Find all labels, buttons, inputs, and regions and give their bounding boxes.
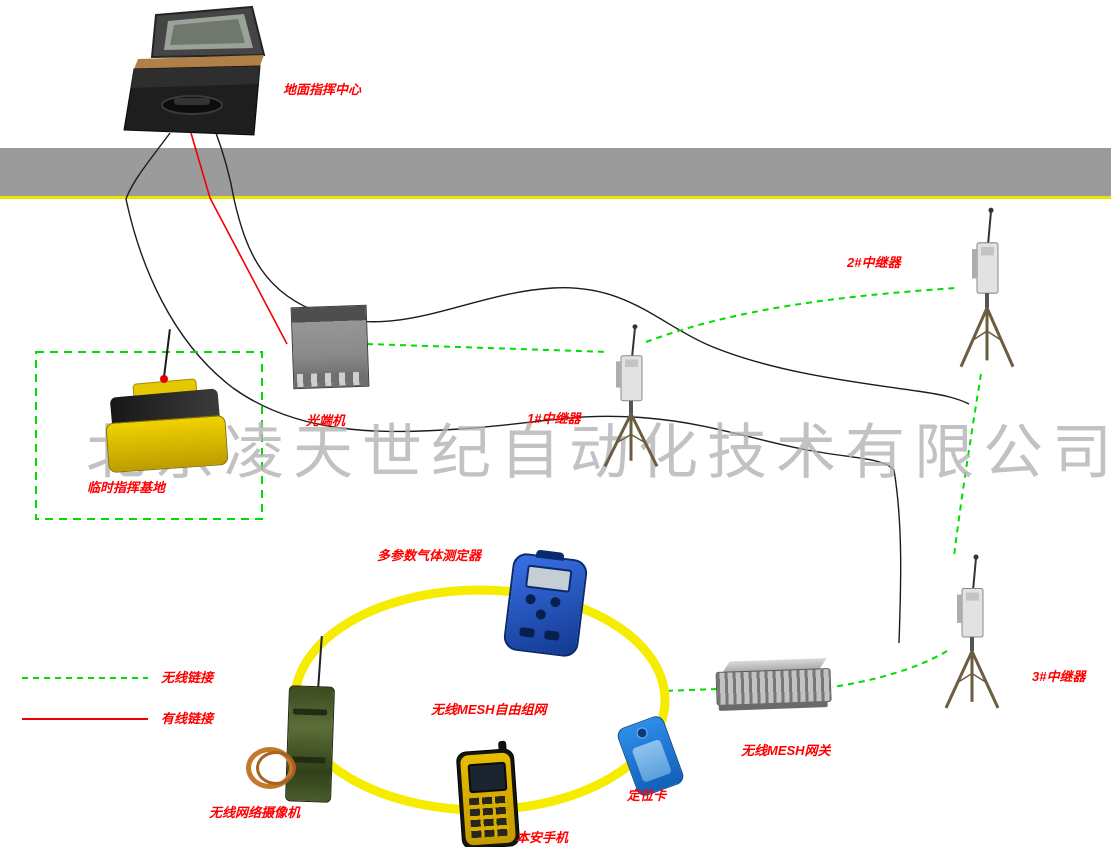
tripod-brace [986, 330, 1001, 341]
temp-base-dashed-boundary [35, 351, 263, 520]
tripod-brace [617, 433, 632, 443]
repeater-flange [972, 249, 977, 279]
tripod-leg [944, 650, 974, 709]
optical-terminal-device [290, 304, 370, 390]
card-label-area [631, 738, 672, 783]
tripod-brace [630, 433, 645, 443]
repeater-flange [616, 361, 621, 388]
camera-band [291, 756, 326, 764]
repeater-vent [981, 247, 994, 256]
label-positioning-card: 定位卡 [627, 788, 667, 803]
gas-detector-button [519, 627, 536, 638]
surface-band-yellow-line [0, 196, 1111, 199]
cable-coil-inner [256, 751, 296, 785]
safe-phone-device [455, 740, 521, 847]
tunnel-line-lower [125, 132, 902, 644]
antenna-icon [972, 557, 977, 591]
camera-band [293, 708, 328, 716]
antenna-icon [987, 211, 992, 245]
label-repeater-1: 1#中继器 [527, 411, 581, 426]
label-repeater-3: 3#中继器 [1032, 669, 1086, 684]
label-temporary-command-base: 临时指挥基地 [87, 480, 166, 495]
wired-link-command-to-optical [190, 132, 288, 345]
ground-command-center-device [123, 5, 266, 136]
case-handle-grip [174, 98, 210, 105]
label-repeater-2: 2#中继器 [847, 255, 901, 270]
gas-detector-sensor-hole [535, 608, 547, 621]
tripod-brace [971, 672, 986, 683]
wireless-link-optical-to-repeater1 [366, 343, 610, 353]
mesh-gateway-device [715, 658, 832, 712]
gas-detector-button [543, 630, 560, 641]
antenna-tip [973, 554, 979, 560]
repeater-vent [966, 592, 979, 601]
gas-detector-sensor-hole [549, 596, 561, 608]
legend-wireless-label: 无线链接 [161, 670, 214, 685]
optical-terminal-connectors [296, 371, 366, 388]
wireless-link-gateway-to-mesh-ring [662, 688, 718, 692]
lanyard-hole [635, 725, 650, 741]
surface-ground-band [0, 148, 1111, 196]
antenna-tip [632, 324, 638, 330]
case-tan-edge [134, 55, 264, 69]
repeater-vent [625, 359, 638, 367]
wireless-link-repeater3-to-gateway [831, 650, 948, 688]
antenna-icon [317, 635, 323, 689]
antenna-tip [988, 207, 994, 213]
gas-detector-screen [524, 564, 573, 593]
phone-keypad [468, 795, 510, 839]
label-gas-detector: 多参数气体测定器 [377, 548, 482, 563]
label-ground-command-center: 地面指挥中心 [283, 82, 362, 97]
gateway-ribbed-front [715, 667, 832, 706]
repeater-1-device [603, 324, 659, 467]
repeater-2-device [959, 207, 1015, 368]
repeater-3-device [944, 554, 1000, 709]
repeater-flange [957, 594, 962, 623]
base-body [105, 414, 229, 474]
gas-detector-sensor-hole [525, 593, 537, 605]
antenna-icon [631, 327, 636, 358]
indicator-dot [160, 375, 168, 383]
wireless-link-repeater1-to-repeater2 [645, 287, 957, 343]
case-base-top [131, 66, 260, 88]
label-optical-terminal: 光端机 [306, 413, 346, 428]
label-mesh-network: 无线MESH自由组网 [431, 702, 547, 717]
phone-screen [467, 761, 508, 794]
tripod-brace [958, 672, 973, 683]
legend-wired-label: 有线链接 [161, 711, 214, 726]
gas-detector-device [502, 549, 589, 659]
tripod-leg [970, 650, 1000, 709]
tripod-leg [629, 413, 659, 467]
tripod-leg [985, 307, 1015, 368]
camera-body [284, 685, 336, 803]
label-safe-phone: 本安手机 [516, 830, 569, 845]
label-mesh-gateway: 无线MESH网关 [741, 743, 831, 758]
label-wireless-camera: 无线网络摄像机 [209, 805, 301, 820]
temporary-command-base-device [103, 325, 231, 475]
tripod-brace [973, 330, 988, 341]
tripod-leg [959, 307, 989, 368]
case-screen-inner [170, 19, 245, 45]
company-watermark: 北京凌天世纪自动化技术有限公司 [86, 420, 1111, 486]
wireless-link-repeater2-to-repeater3 [953, 373, 982, 557]
tripod-leg [603, 413, 633, 467]
tunnel-line-upper [215, 132, 970, 405]
